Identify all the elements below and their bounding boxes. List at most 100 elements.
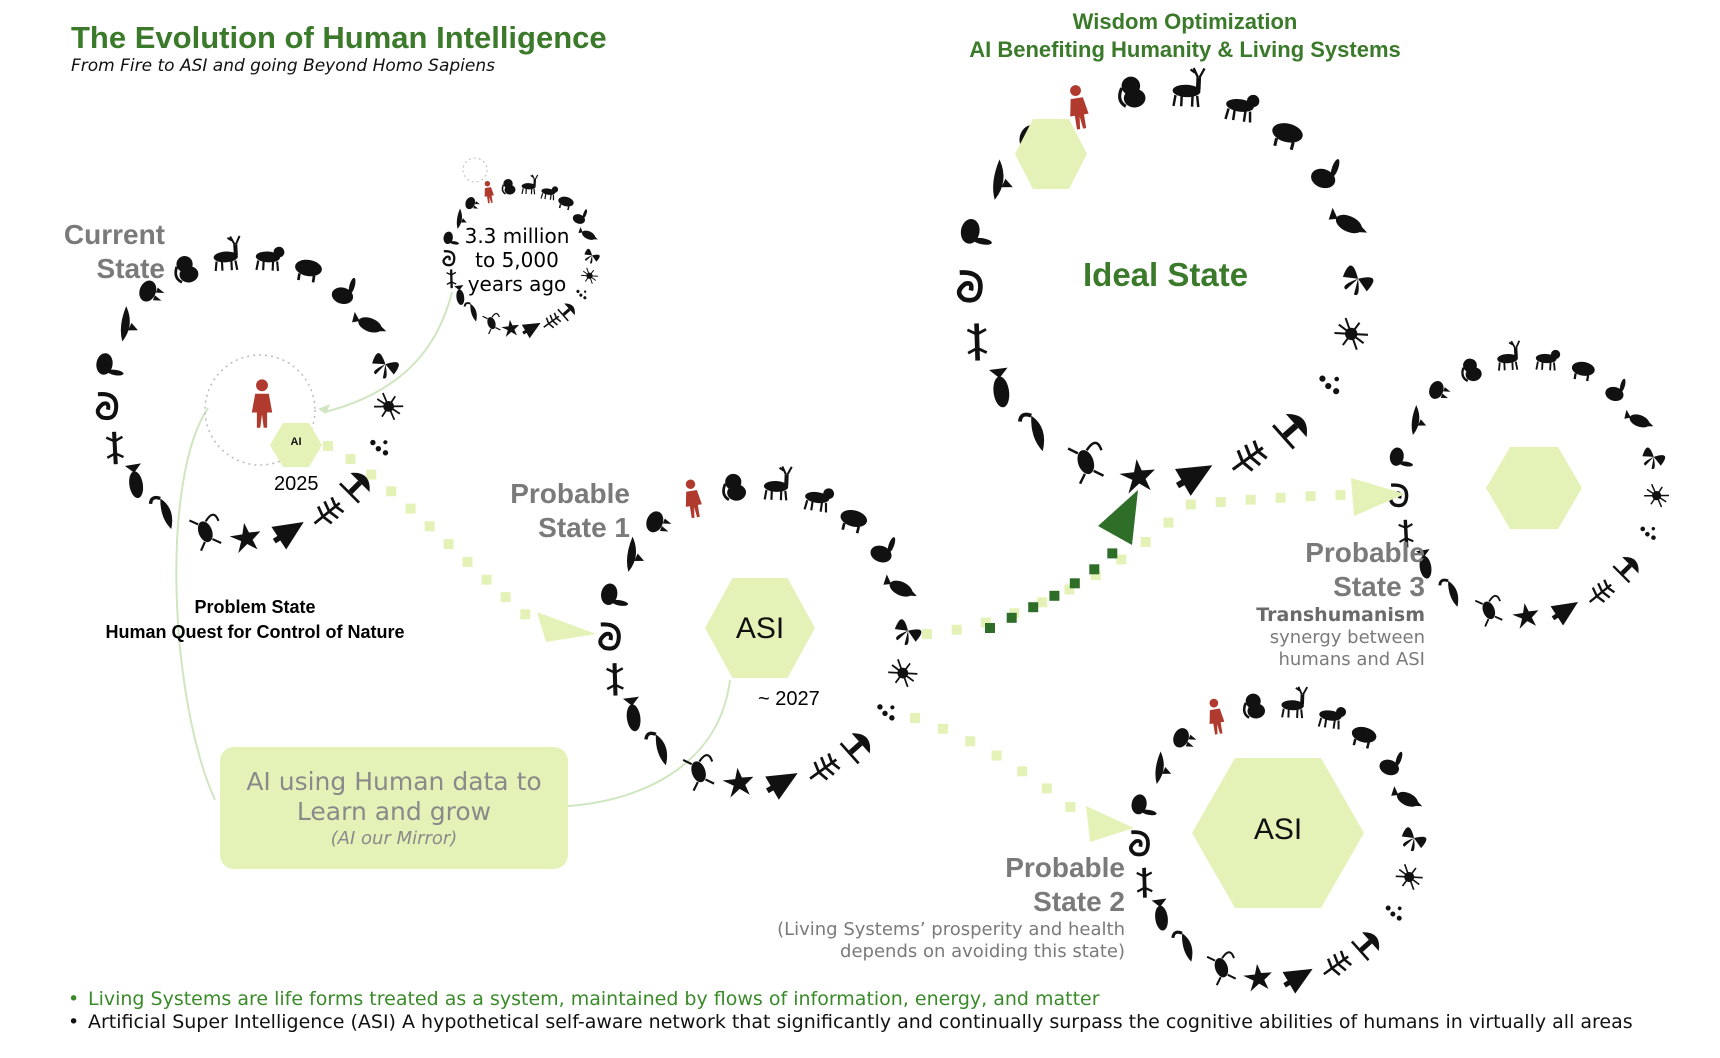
fern-icon	[313, 496, 345, 525]
bird-icon	[1391, 786, 1423, 807]
ideal-arrowhead	[1098, 490, 1138, 545]
cat-icon	[1173, 728, 1197, 748]
boar-icon	[840, 509, 868, 534]
lizard-icon	[966, 323, 988, 361]
path-dot	[1028, 602, 1039, 613]
state3-ring	[1389, 340, 1670, 629]
path-dot	[1064, 584, 1075, 595]
current-year: 2025	[274, 473, 319, 495]
dog-icon	[540, 186, 559, 201]
ant-icon	[1640, 526, 1656, 540]
fern-icon	[543, 312, 562, 329]
path-dot	[1116, 554, 1127, 565]
path-dot	[1215, 497, 1226, 507]
scorpion-icon	[682, 754, 715, 792]
tree-icon	[271, 522, 304, 550]
page-title: The Evolution of Human Intelligence	[71, 20, 607, 55]
monkey-icon	[174, 255, 199, 284]
rabbit-icon	[1379, 751, 1403, 776]
bird-icon	[1328, 207, 1368, 234]
rabbit-icon	[870, 537, 896, 563]
state2-asi-hexagon	[1192, 758, 1364, 908]
definition-asi-text: Artificial Super Intelligence (ASI) A hy…	[88, 1011, 1633, 1033]
fish-icon	[1151, 898, 1168, 931]
scorpion-icon	[188, 513, 222, 552]
boar-icon	[1351, 726, 1377, 749]
mushroom-icon	[339, 472, 370, 504]
fern-icon	[1588, 579, 1616, 603]
starfish-icon	[229, 522, 261, 554]
path-dot	[1185, 499, 1196, 510]
state1-to-ideal-path	[985, 548, 1118, 633]
snake-icon	[1128, 830, 1150, 857]
deer-icon	[1497, 340, 1521, 371]
bird-icon	[1624, 409, 1654, 428]
ai-mirror-box: AI using Human data to Learn and grow (A…	[220, 747, 568, 869]
human-figure-icon	[1209, 698, 1225, 735]
path-dot	[1069, 578, 1080, 589]
path-dot	[1163, 517, 1174, 528]
deer-icon	[521, 174, 539, 195]
spider-icon	[373, 392, 404, 421]
butterfly-icon	[372, 353, 399, 379]
state1-arrowhead	[537, 612, 596, 642]
path-dot	[443, 539, 454, 550]
path-dot	[1049, 590, 1060, 601]
snake-icon	[442, 250, 456, 267]
monkey-icon	[1242, 693, 1266, 719]
ai-badge-label: AI	[290, 436, 302, 448]
snake-icon	[956, 270, 983, 303]
fish-icon	[1415, 549, 1432, 579]
path-dot	[1140, 537, 1151, 547]
lizard-icon	[105, 431, 124, 465]
boar-icon	[558, 196, 574, 211]
crocodile-icon	[1017, 412, 1045, 452]
path-dot	[938, 723, 948, 734]
state3-label-line1: Probable	[1305, 537, 1425, 568]
dog-icon	[255, 246, 285, 272]
fish-icon	[622, 696, 641, 732]
deer-icon	[213, 235, 241, 272]
boar-icon	[295, 259, 322, 283]
path-dot	[910, 713, 920, 723]
ant-icon	[576, 289, 587, 300]
ideal-state-label: Ideal State	[1083, 256, 1249, 293]
state3-hexagon	[1486, 447, 1582, 529]
path-dot	[991, 750, 1002, 761]
butterfly-icon	[1342, 265, 1374, 296]
cat-icon	[1429, 381, 1451, 399]
state2-asi-label: ASI	[1253, 813, 1303, 846]
page-subtitle: From Fire to ASI and going Beyond Homo S…	[71, 56, 495, 76]
rabbit-icon	[572, 209, 588, 224]
cat-icon	[139, 280, 165, 302]
rabbit-icon	[1311, 159, 1340, 189]
rabbit-icon	[1605, 378, 1626, 402]
dog-icon	[1224, 94, 1260, 123]
ideal-hexagon	[1015, 119, 1087, 189]
starfish-icon	[501, 319, 520, 338]
state2-ring	[1128, 686, 1427, 994]
spider-icon	[1644, 483, 1670, 508]
dog-icon	[803, 488, 835, 513]
state3-note: synergy between humans and ASI	[1200, 627, 1425, 671]
ancient-line1: 3.3 million	[464, 224, 570, 248]
state3-label-line2: State 3	[1333, 571, 1425, 602]
ancient-to-current-arrow	[324, 291, 453, 413]
state2-note: (Living Systems’ prosperity and health d…	[720, 919, 1125, 963]
state1-label: Probable State 1	[470, 477, 630, 545]
path-dot	[1089, 564, 1100, 575]
dotted-paths	[323, 441, 1346, 812]
rabbit-icon	[960, 218, 992, 245]
starfish-icon	[1512, 603, 1539, 629]
path-dot	[1107, 548, 1118, 559]
state3-transhumanism: Transhumanism	[1256, 604, 1425, 626]
monkey-icon	[1118, 76, 1146, 108]
state1-label-line1: Probable	[510, 478, 630, 509]
ant-icon	[877, 704, 895, 721]
path-dot	[965, 736, 976, 747]
scorpion-icon	[1067, 441, 1105, 485]
path-dot	[462, 556, 473, 567]
spider-icon	[1334, 317, 1368, 351]
mirror-line2: Learn and grow	[296, 797, 492, 826]
path-dot	[980, 617, 991, 628]
